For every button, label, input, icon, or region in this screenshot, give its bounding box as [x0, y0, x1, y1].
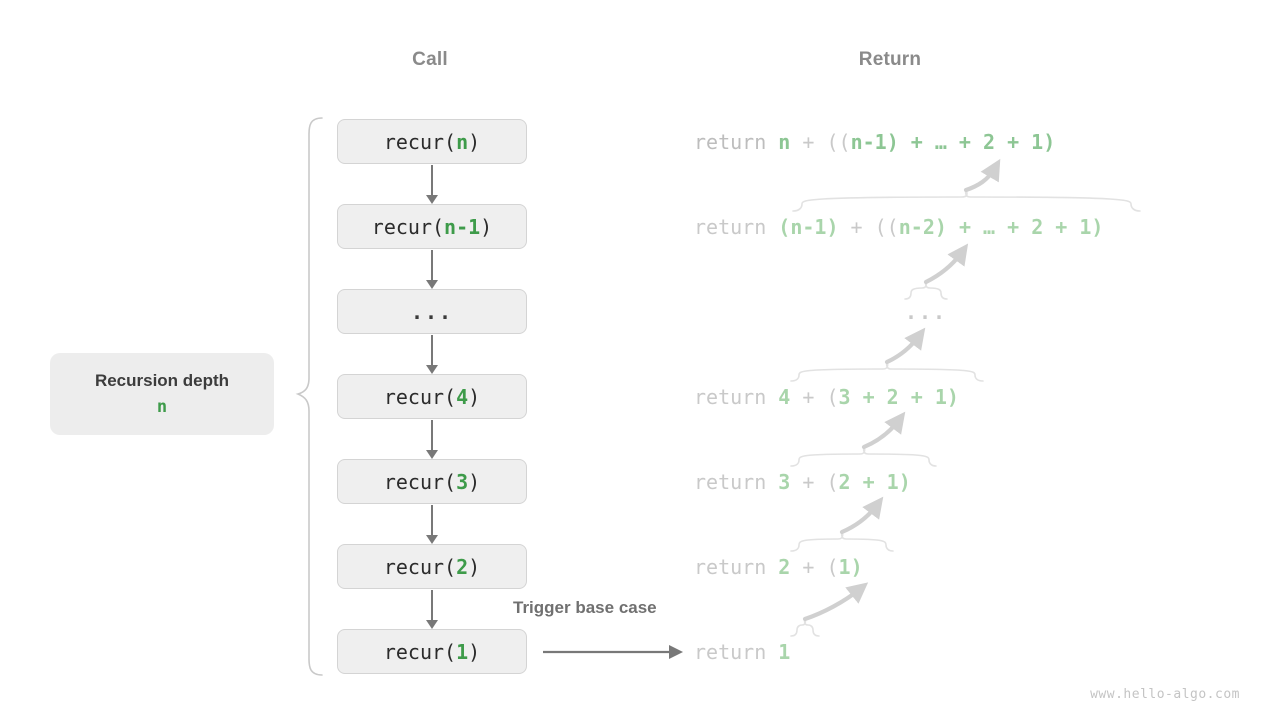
return-operator: + (	[790, 470, 839, 494]
call-arg: 2	[456, 554, 469, 579]
return-operator: + ((	[790, 130, 851, 154]
call-arrow-head	[426, 365, 438, 374]
return-inner-expr: n-2	[898, 215, 935, 239]
call-fn-name: recur(	[383, 469, 457, 494]
recursion-depth-label: Recursion depth n	[50, 353, 274, 435]
call-arg: n	[456, 129, 469, 154]
recursion-depth-value: n	[156, 397, 168, 417]
return-head-term: 3	[778, 470, 791, 494]
return-operator: + (	[790, 385, 839, 409]
return-line-4: return 4 + (3 + 2 + 1)	[694, 385, 959, 409]
call-arrow-head	[426, 195, 438, 204]
return-inner-expr: 2 + 1	[838, 470, 899, 494]
return-head-term: n	[778, 130, 791, 154]
call-paren-close: )	[480, 214, 493, 239]
call-fn-name: recur(	[383, 384, 457, 409]
return-head-term: (n-1)	[778, 215, 839, 239]
return-head-term: 4	[778, 385, 791, 409]
call-arg: 3	[456, 469, 469, 494]
column-header-return: Return	[858, 49, 922, 70]
column-header-call: Call	[412, 49, 448, 70]
trigger-base-case-label: Trigger base case	[513, 598, 657, 617]
return-operator: + ((	[838, 215, 899, 239]
return-head-term: 1	[778, 640, 791, 664]
return-keyword: return	[694, 385, 779, 409]
call-box-4: recur(4)	[337, 374, 527, 419]
call-box-ellipsis: ...	[337, 289, 527, 334]
call-arrow-line	[431, 165, 433, 196]
call-box-n: recur(n)	[337, 119, 527, 164]
return-line-2: return (n-1) + ((n-2) + … + 2 + 1)	[694, 215, 1103, 239]
return-tail-expr: )	[898, 470, 911, 494]
return-keyword: return	[694, 215, 779, 239]
return-tail-expr: )	[946, 385, 959, 409]
call-arrow-line	[431, 335, 433, 366]
call-paren-close: )	[468, 384, 481, 409]
return-operator: + (	[790, 555, 839, 579]
call-arrow-line	[431, 420, 433, 451]
return-line-6: return 2 + (1)	[694, 555, 863, 579]
call-arrow-head	[426, 280, 438, 289]
return-line-5: return 3 + (2 + 1)	[694, 470, 911, 494]
call-arg: 1	[456, 639, 469, 664]
call-fn-name: recur(	[371, 214, 445, 239]
return-keyword: return	[694, 130, 779, 154]
call-box-3: recur(3)	[337, 459, 527, 504]
return-line-1: return n + ((n-1) + … + 2 + 1)	[694, 130, 1055, 154]
return-inner-expr: n-1	[850, 130, 887, 154]
call-arg: n-1	[444, 214, 481, 239]
return-inner-expr: 3 + 2 + 1	[838, 385, 947, 409]
call-paren-close: )	[468, 554, 481, 579]
call-paren-close: )	[468, 129, 481, 154]
call-arrow-head	[426, 535, 438, 544]
call-arrow-head	[426, 450, 438, 459]
watermark: www.hello-algo.com	[1090, 687, 1240, 702]
call-fn-name: recur(	[383, 639, 457, 664]
recursion-depth-brace	[295, 117, 323, 676]
return-keyword: return	[694, 640, 779, 664]
call-fn-name: recur(	[383, 554, 457, 579]
return-head-term: 2	[778, 555, 791, 579]
call-paren-close: )	[468, 469, 481, 494]
return-tail-expr: ) + … + 2 + 1)	[934, 215, 1104, 239]
return-line-7: return 1	[694, 640, 790, 664]
call-arrow-line	[431, 505, 433, 536]
call-box-1: recur(1)	[337, 629, 527, 674]
recursion-depth-title: Recursion depth	[94, 371, 230, 390]
call-box-2: recur(2)	[337, 544, 527, 589]
call-box-n-1: recur(n-1)	[337, 204, 527, 249]
call-arrow-line	[431, 590, 433, 621]
return-tail-expr: ) + … + 2 + 1)	[886, 130, 1056, 154]
return-keyword: return	[694, 470, 779, 494]
call-paren-close: )	[468, 639, 481, 664]
return-keyword: return	[694, 555, 779, 579]
call-arrow-line	[431, 250, 433, 281]
call-arg: 4	[456, 384, 469, 409]
return-tail-expr: )	[850, 555, 863, 579]
return-line-ellipsis: ...	[904, 300, 948, 324]
return-inner-expr: 1	[838, 555, 851, 579]
call-fn-name: recur(	[383, 129, 457, 154]
call-arrow-head	[426, 620, 438, 629]
